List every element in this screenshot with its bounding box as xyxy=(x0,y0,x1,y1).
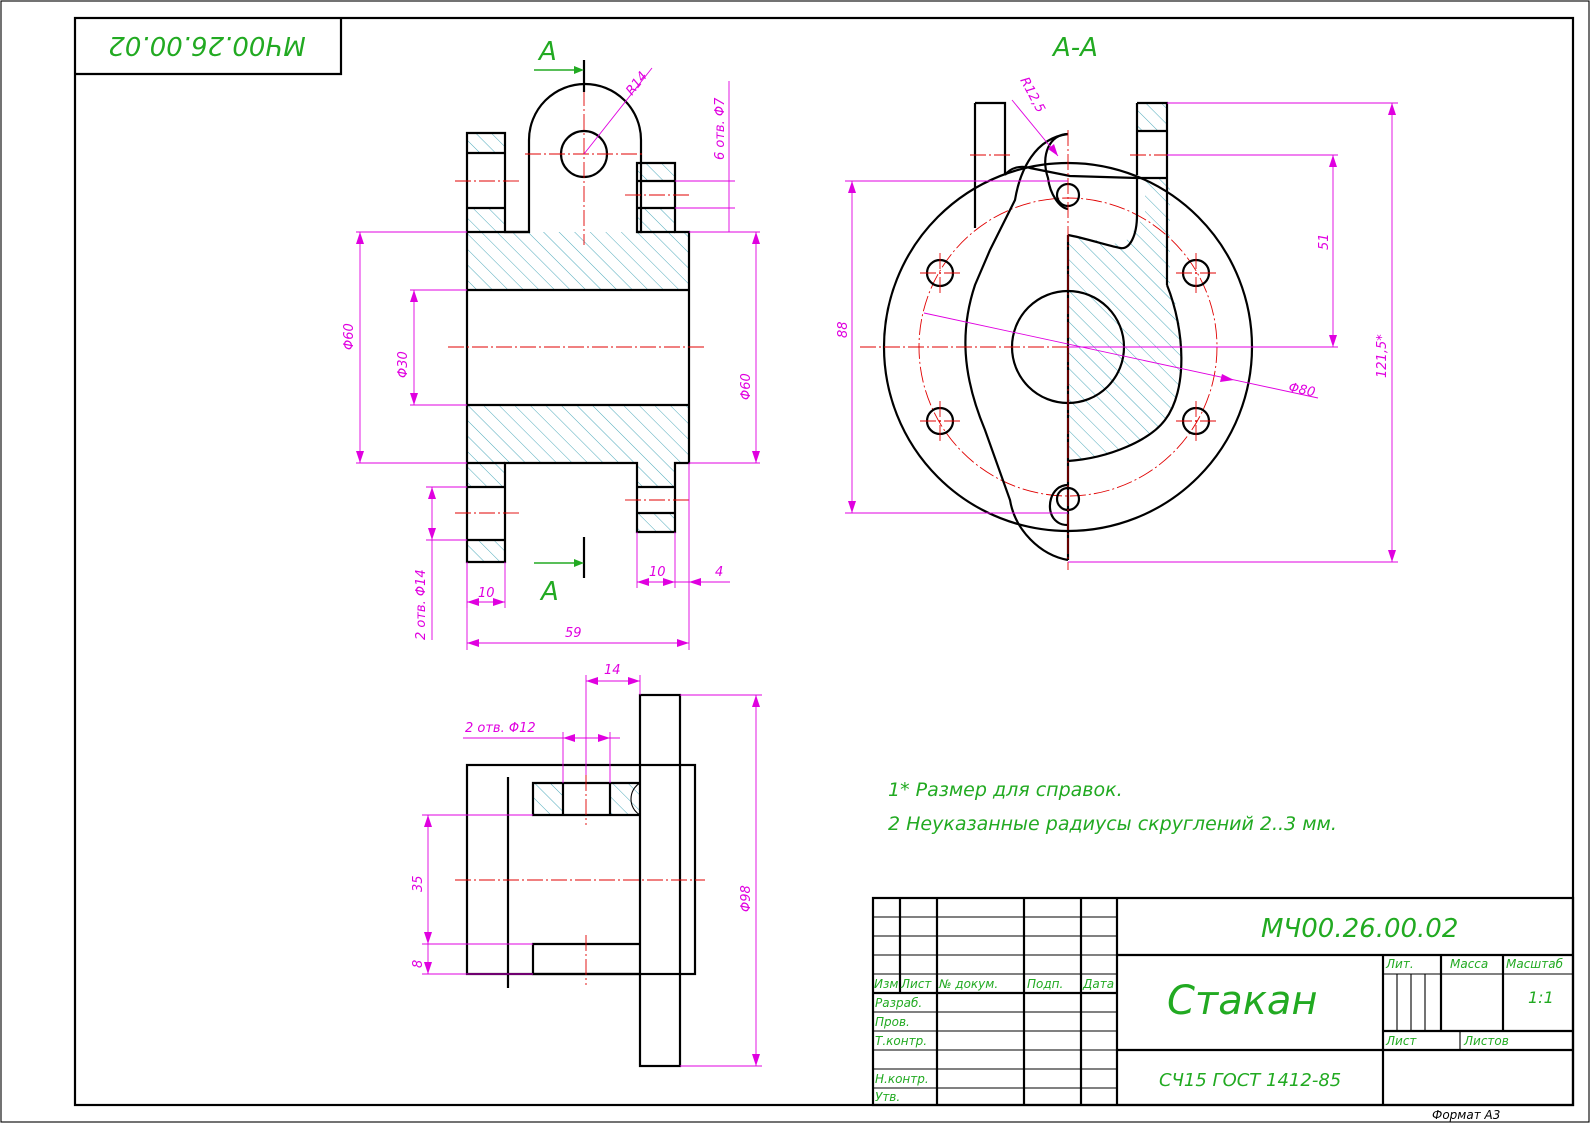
tb-scale-label: Масштаб xyxy=(1506,957,1564,971)
tb-row-developed: Разраб. xyxy=(875,996,922,1010)
stamp-box: МЧ00.26.00.02 xyxy=(75,18,343,76)
format-label: Формат А3 xyxy=(1432,1108,1500,1122)
tb-lit: Лит. xyxy=(1385,957,1414,971)
dim-h35: 35 xyxy=(411,875,426,892)
bottom-view xyxy=(455,693,705,1068)
dim-holes-d14: 2 отв. Φ14 xyxy=(414,569,429,640)
tb-col-sign: Подп. xyxy=(1027,977,1063,991)
tb-scale: 1:1 xyxy=(1528,988,1554,1007)
dim-w4: 4 xyxy=(715,565,723,580)
stamp-mirrored-text: МЧ00.26.00.02 xyxy=(108,30,305,60)
dim-r12-5: R12,5 xyxy=(1016,75,1047,116)
dim-w59: 59 xyxy=(565,626,582,641)
tb-row-ncontrol: Н.контр. xyxy=(875,1072,929,1086)
dim-h121-5: 121,5* xyxy=(1375,334,1390,378)
tb-material: СЧ15 ГОСТ 1412-85 xyxy=(1159,1070,1341,1091)
dim-d60-left: Φ60 xyxy=(342,323,357,350)
section-label-top: А xyxy=(537,37,557,67)
front-view-dimensions: R14 6 отв. Φ7 Φ60 Φ30 Φ60 2 отв. Φ14 xyxy=(342,67,760,650)
tb-sheets: Листов xyxy=(1463,1034,1509,1048)
dim-d98: Φ98 xyxy=(739,885,754,912)
section-label-bottom: А xyxy=(539,577,559,607)
dim-d80: Φ80 xyxy=(1287,380,1316,400)
section-title: А-А xyxy=(1051,33,1098,63)
dim-w10-right: 10 xyxy=(649,565,666,580)
tb-col-date: Дата xyxy=(1082,977,1114,991)
dim-h8: 8 xyxy=(411,960,426,968)
dim-h51: 51 xyxy=(1317,233,1332,250)
tb-sheet: Лист xyxy=(1385,1034,1417,1048)
tb-row-approved: Утв. xyxy=(875,1090,900,1104)
dim-w14: 14 xyxy=(604,663,621,678)
technical-notes: 1* Размер для справок. 2 Неуказанные рад… xyxy=(888,779,1337,835)
note-2: 2 Неуказанные радиусы скруглений 2..3 мм… xyxy=(888,813,1337,835)
tb-row-checked: Пров. xyxy=(875,1015,910,1029)
tb-designation: МЧ00.26.00.02 xyxy=(1261,914,1458,944)
dim-w10-left: 10 xyxy=(478,586,495,601)
dim-holes-d12: 2 отв. Φ12 xyxy=(465,721,536,736)
tb-col-doc: № докум. xyxy=(938,977,998,991)
title-block: Изм Лист № докум. Подп. Дата Разраб. Про… xyxy=(871,896,1575,1107)
dim-r14: R14 xyxy=(623,69,651,98)
dim-h88: 88 xyxy=(836,321,851,338)
tb-col-list: Лист xyxy=(900,977,932,991)
bottom-view-dimensions: 14 2 отв. Φ12 35 8 Φ98 xyxy=(411,663,762,1067)
dim-holes-d7: 6 отв. Φ7 xyxy=(713,97,728,160)
tb-row-tcontrol: Т.контр. xyxy=(875,1034,927,1048)
front-view: А А xyxy=(448,37,705,607)
note-1: 1* Размер для справок. xyxy=(888,779,1123,801)
section-view: А-А xyxy=(860,33,1280,570)
dim-d60-right: Φ60 xyxy=(739,373,754,400)
tb-part-name: Стакан xyxy=(1167,978,1318,1024)
tb-col-izm: Изм xyxy=(874,977,898,991)
tb-mass: Масса xyxy=(1450,957,1488,971)
dim-d30: Φ30 xyxy=(396,351,411,378)
